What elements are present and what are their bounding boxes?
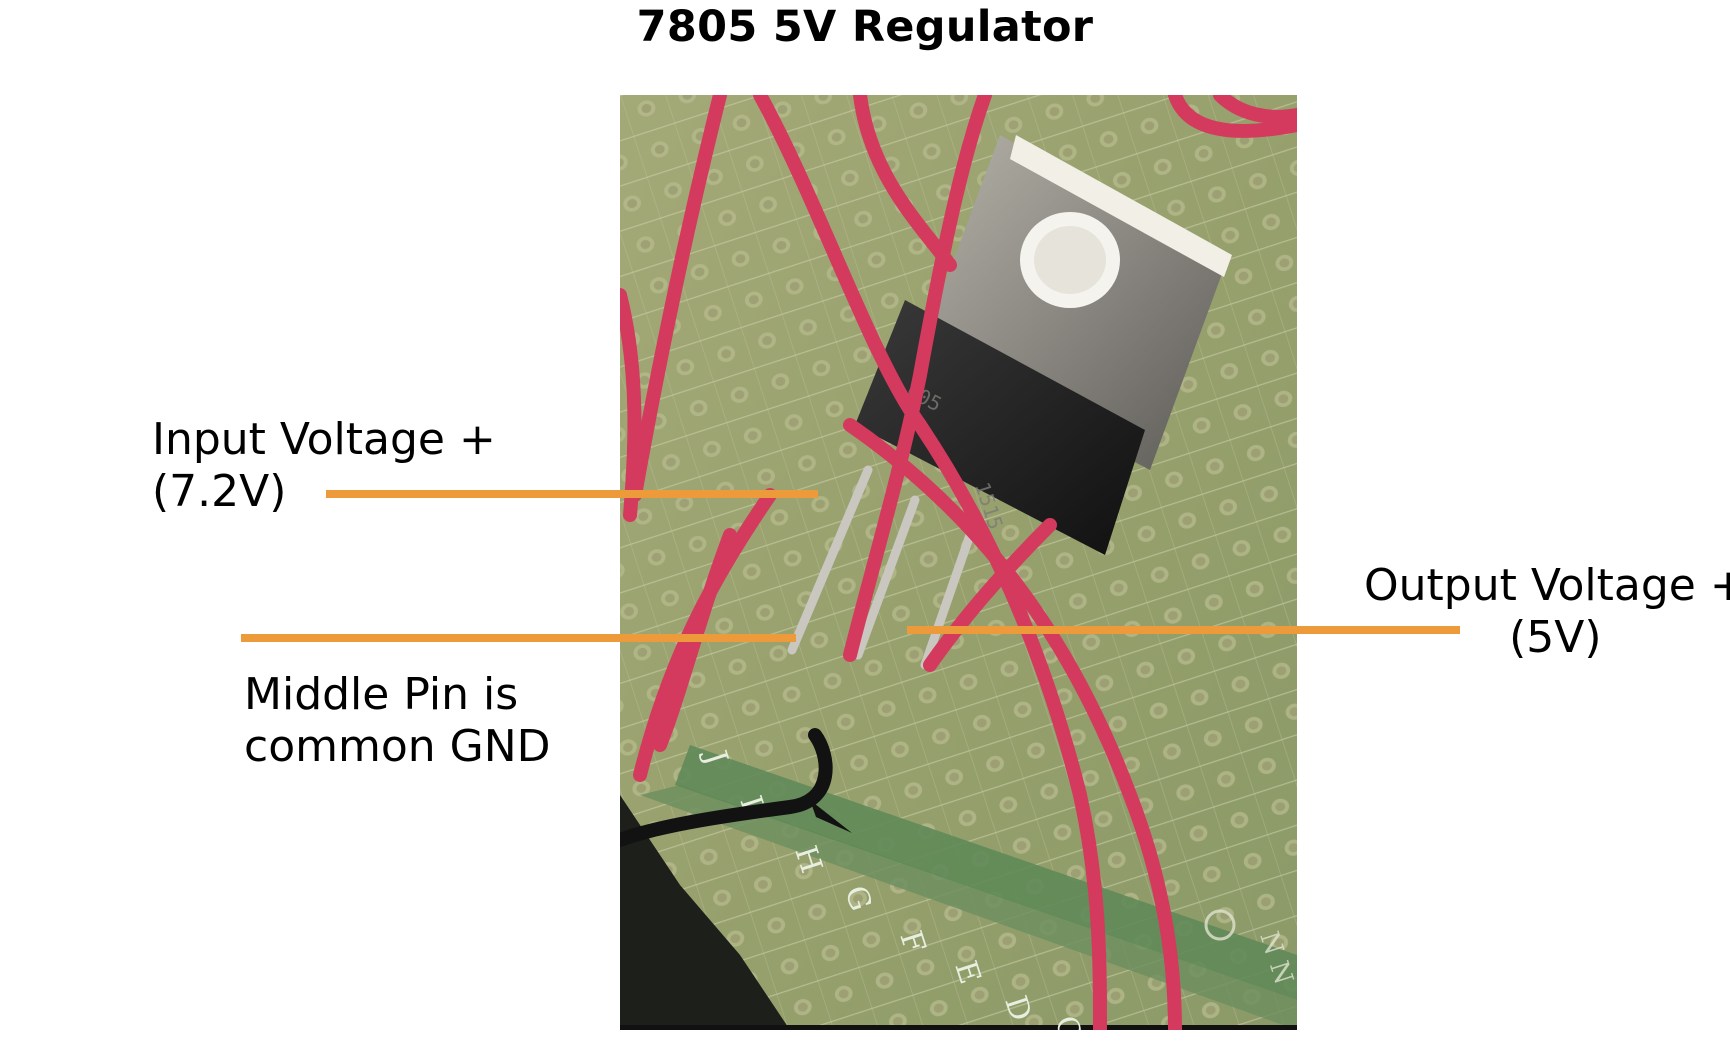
ground-pin-label: Middle Pin is common GND: [244, 669, 551, 773]
regulator-pins: [787, 465, 975, 670]
input-voltage-label-line2: (7.2V): [152, 466, 287, 517]
ground-pin-label-line1: Middle Pin is: [244, 669, 519, 720]
red-wires: [620, 95, 1297, 1030]
output-leader-line: [907, 626, 1460, 634]
ground-pin-label-line2: common GND: [244, 721, 551, 772]
input-voltage-label: Input Voltage + (7.2V): [152, 414, 496, 518]
input-leader-line: [326, 490, 818, 498]
input-voltage-label-line1: Input Voltage +: [152, 414, 496, 465]
output-voltage-label-line1: Output Voltage +: [1364, 560, 1730, 611]
output-voltage-label-line2: (5V): [1509, 612, 1602, 663]
output-voltage-label: Output Voltage + (5V): [1364, 560, 1730, 664]
ground-wire: [620, 728, 833, 847]
ground-leader-line: [241, 634, 796, 642]
regulator-photo: J I H G F E D C C05 1515: [620, 95, 1297, 1030]
diagram-title: 7805 5V Regulator: [636, 2, 1094, 52]
